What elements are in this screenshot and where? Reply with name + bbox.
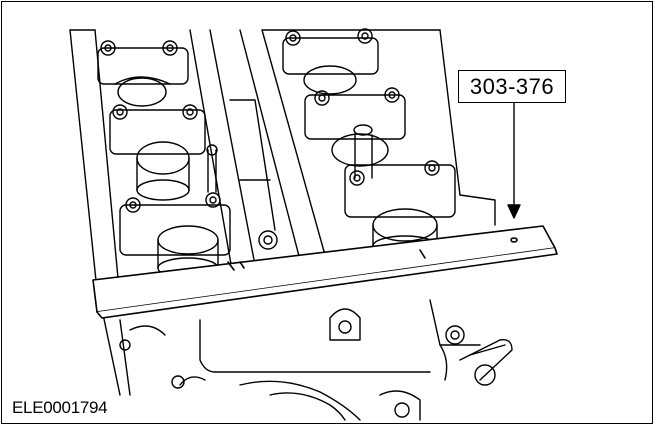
cylinder-head-outline — [69, 29, 496, 396]
alignment-tool-plate — [92, 225, 558, 319]
right-bearing-caps — [282, 37, 456, 257]
left-bearing-caps — [97, 47, 231, 279]
right-cap-bolts — [285, 28, 440, 186]
tool-number-label: 303-376 — [458, 70, 566, 103]
lower-casting — [119, 299, 513, 421]
figure-reference-id: ELE0001794 — [10, 398, 110, 418]
center-valley — [229, 99, 278, 250]
left-cap-bolts — [100, 40, 221, 213]
callout-leader — [507, 102, 521, 219]
